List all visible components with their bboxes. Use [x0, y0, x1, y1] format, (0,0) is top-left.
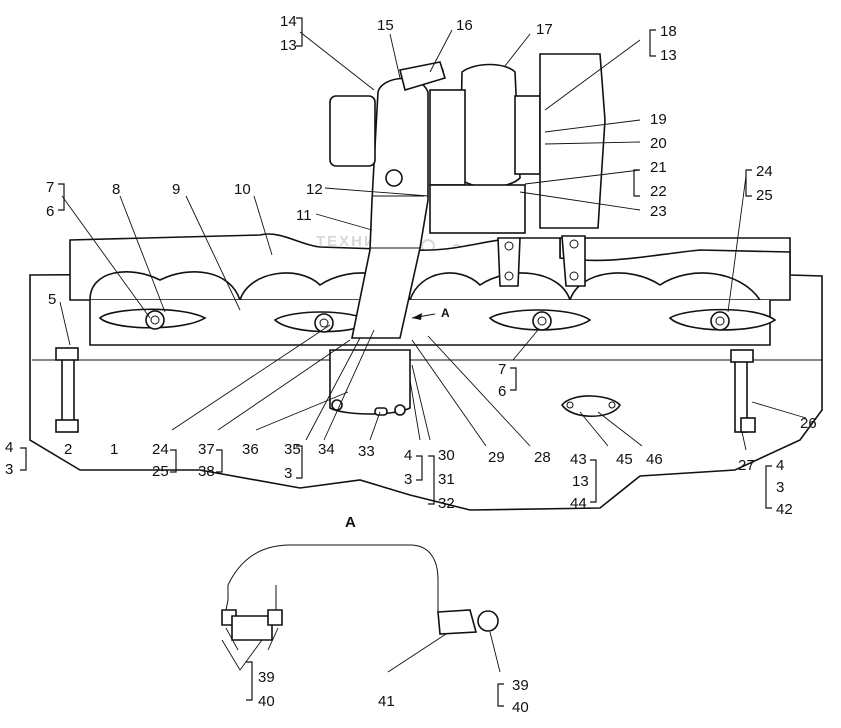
callout-10: 10: [234, 181, 251, 198]
callout-42: 42: [776, 501, 793, 518]
callout-39a: 39: [258, 669, 275, 686]
callout-45: 45: [616, 451, 633, 468]
callout-3a: 3: [5, 461, 13, 478]
callout-18: 18: [660, 23, 677, 40]
callout-20: 20: [650, 135, 667, 152]
section-a-detail: A: [221, 514, 499, 641]
callout-14: 14: [280, 13, 297, 30]
callout-38: 38: [198, 463, 215, 480]
callout-26: 26: [800, 415, 817, 432]
callout-7b: 7: [498, 361, 506, 378]
callout-30: 30: [438, 447, 455, 464]
callout-39b: 39: [512, 677, 529, 694]
callout-37: 37: [198, 441, 215, 458]
callout-5: 5: [48, 291, 56, 308]
section-a-title: A: [345, 514, 356, 531]
turbocharger: [329, 53, 606, 234]
callout-19: 19: [650, 111, 667, 128]
callout-brackets: [20, 17, 772, 707]
callout-6b: 6: [498, 383, 506, 400]
right-end-clamp: [730, 349, 756, 433]
view-a-label: A: [441, 306, 450, 320]
callout-3d: 3: [776, 479, 784, 496]
callout-13b: 13: [660, 47, 677, 64]
callout-29: 29: [488, 449, 505, 466]
callout-13c: 13: [572, 473, 589, 490]
intake-pipe: [351, 77, 429, 339]
callout-1: 1: [110, 441, 118, 458]
exhaust-manifold: [69, 233, 791, 346]
flange-3: [488, 309, 592, 331]
callout-9: 9: [172, 181, 180, 198]
callout-44: 44: [570, 495, 587, 512]
callout-4c: 4: [776, 457, 784, 474]
callout-labels: 14 13 15 16 17 18 13 19 20 21 22 23 12 1…: [5, 13, 817, 716]
callout-8: 8: [112, 181, 120, 198]
callout-3c: 3: [404, 471, 412, 488]
callout-3b: 3: [284, 465, 292, 482]
callout-28: 28: [534, 449, 551, 466]
callout-33: 33: [358, 443, 375, 460]
callout-34: 34: [318, 441, 335, 458]
callout-17: 17: [536, 21, 553, 38]
callout-40a: 40: [258, 693, 275, 710]
callout-16: 16: [456, 17, 473, 34]
callout-41: 41: [378, 693, 395, 710]
view-a-arrow: A: [411, 306, 450, 320]
callout-2: 2: [64, 441, 72, 458]
lifting-brackets: [497, 235, 586, 287]
leader-lines: [59, 29, 807, 673]
callout-6: 6: [46, 203, 54, 220]
callout-36: 36: [242, 441, 259, 458]
flange-1: [98, 308, 207, 330]
flange-4: [668, 308, 777, 331]
callout-43: 43: [570, 451, 587, 468]
callout-13: 13: [280, 37, 297, 54]
gasket-45: [561, 395, 621, 417]
callout-11: 11: [296, 207, 312, 224]
callout-46: 46: [646, 451, 663, 468]
callout-4b: 4: [404, 447, 412, 464]
callout-4a: 4: [5, 439, 13, 456]
callout-32: 32: [438, 495, 455, 512]
callout-24a: 24: [152, 441, 169, 458]
callout-15: 15: [377, 17, 394, 34]
callout-21: 21: [650, 159, 667, 176]
callout-25b: 25: [756, 187, 773, 204]
callout-12: 12: [306, 181, 323, 198]
callout-23: 23: [650, 203, 667, 220]
oil-line-cover: [329, 349, 411, 416]
left-end-clamp: [55, 347, 79, 433]
callout-7: 7: [46, 179, 54, 196]
callout-35: 35: [284, 441, 301, 458]
callout-31: 31: [438, 471, 455, 488]
callout-40b: 40: [512, 699, 529, 716]
callout-22: 22: [650, 183, 667, 200]
callout-25a: 25: [152, 463, 169, 480]
callout-27: 27: [738, 457, 755, 474]
callout-24b: 24: [756, 163, 773, 180]
